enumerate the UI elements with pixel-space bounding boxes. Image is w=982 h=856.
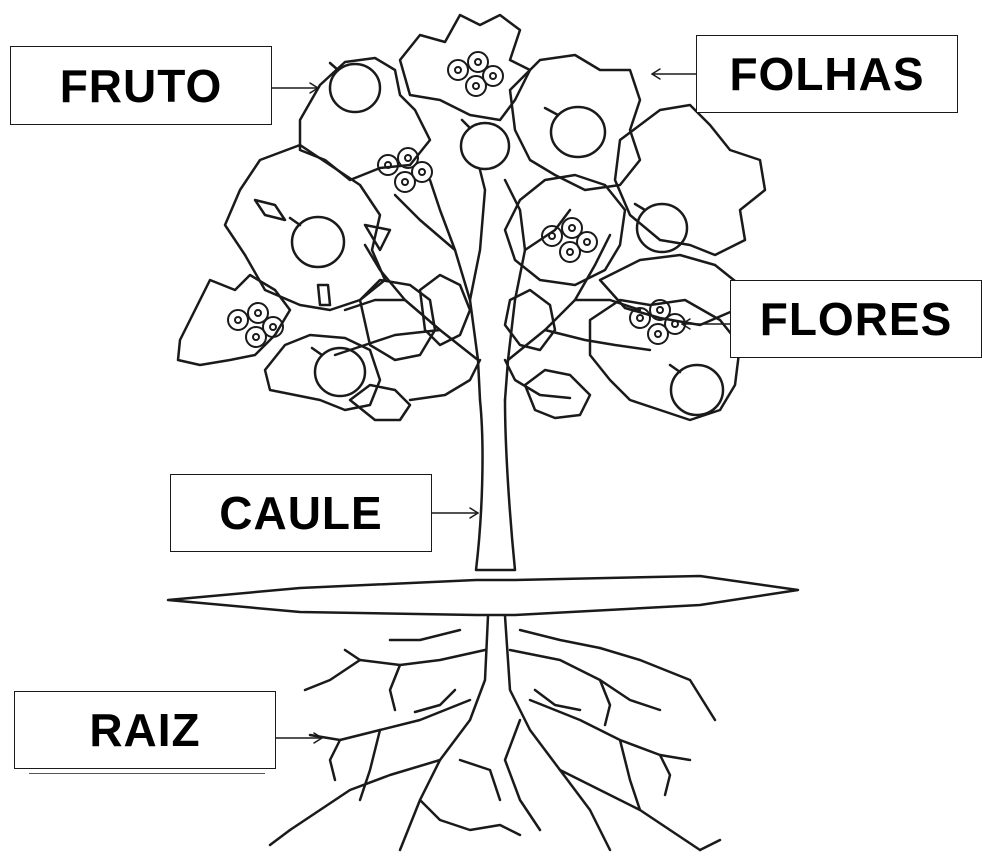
leaf-cluster-upper-right: [510, 55, 640, 190]
flower-group: [542, 218, 597, 262]
label-caule: CAULE: [170, 474, 432, 552]
ground-line: [168, 576, 798, 615]
leaf-cluster-upper-left: [300, 58, 430, 180]
label-fruto: FRUTO: [10, 46, 272, 125]
flower-group: [630, 300, 685, 344]
tree-trunk: [476, 400, 515, 570]
tree-roots: [270, 616, 720, 850]
arrow-fruto: [272, 83, 318, 93]
arrow-raiz: [276, 733, 322, 743]
arrow-folhas: [652, 69, 696, 79]
leaf-cluster-bottom-left: [350, 385, 410, 420]
pointer-arrows: [272, 69, 730, 743]
label-flores: FLORES: [730, 280, 982, 358]
fruit: [461, 123, 509, 169]
label-raiz: RAIZ: [14, 691, 276, 769]
label-folhas: FOLHAS: [696, 35, 958, 113]
flower-group: [228, 303, 283, 347]
arrow-caule: [432, 508, 478, 518]
tree-branches: [335, 170, 650, 400]
flower-group: [448, 52, 503, 96]
arrow-flores: [682, 319, 730, 329]
flower-group: [378, 148, 432, 192]
leaf-cluster-bottom-right: [525, 370, 590, 418]
leaf-cluster-mid-left: [225, 145, 385, 310]
leaf-cluster-top: [400, 15, 530, 120]
fruit: [330, 64, 380, 112]
